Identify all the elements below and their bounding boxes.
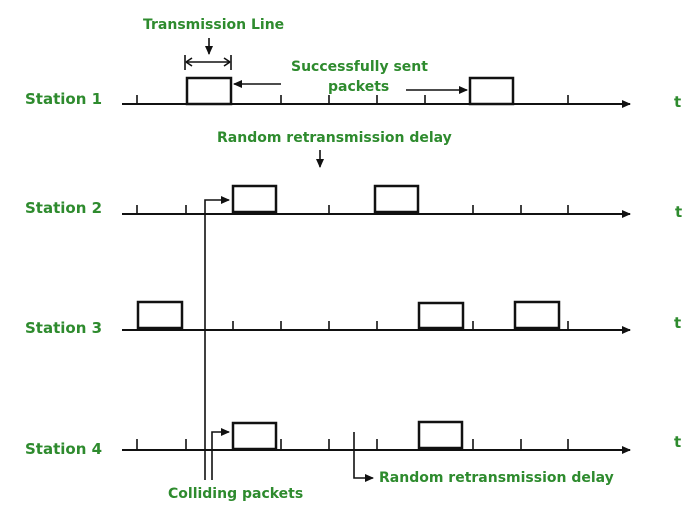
ticks-station-3 — [232, 321, 569, 330]
station-label-1: Station 1 — [25, 90, 102, 108]
time-axis-label-2: t — [675, 203, 682, 221]
colliding-packets-label: Colliding packets — [168, 486, 303, 502]
successfully-sent-label-line1: Successfully sent — [291, 59, 428, 75]
successfully-sent-label-line2: packets — [328, 79, 389, 95]
random-delay-label-bottom: Random retransmission delay — [379, 470, 614, 486]
station-label-3: Station 3 — [25, 319, 102, 337]
packet-station-3-b — [417, 301, 465, 330]
station-label-4: Station 4 — [25, 440, 102, 458]
random-delay-arrow-bottom — [353, 432, 374, 482]
packet-station-2-b — [373, 184, 420, 214]
packet-station-4-a — [231, 421, 278, 451]
ticks-station-1 — [136, 95, 569, 104]
packet-station-3-a — [136, 300, 184, 330]
time-axis-label-3: t — [674, 314, 681, 332]
colliding-packets-connectors — [204, 196, 230, 480]
random-delay-label-top: Random retransmission delay — [217, 130, 452, 146]
time-axis-label-1: t — [674, 93, 681, 111]
packet-station-1-b — [468, 76, 515, 106]
station-label-2: Station 2 — [25, 199, 102, 217]
ticks-station-4 — [136, 439, 569, 450]
packet-station-4-b — [417, 420, 464, 450]
packet-station-1-a — [185, 76, 233, 106]
transmission-line-label: Transmission Line — [143, 17, 284, 33]
ticks-station-2 — [136, 205, 569, 214]
time-axis-label-4: t — [674, 433, 681, 451]
packet-station-3-c — [513, 300, 561, 330]
transmission-line-marker — [184, 38, 232, 70]
packet-station-2-a — [231, 184, 278, 214]
